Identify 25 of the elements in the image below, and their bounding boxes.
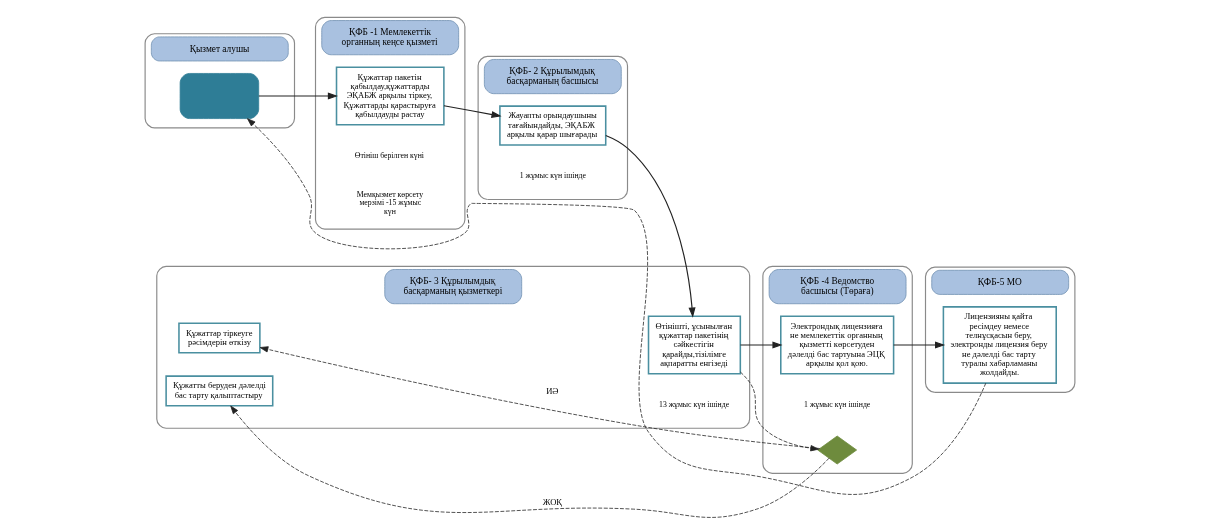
node-box: Жауапты орындаушыны тағайындайды, ЭҚАБЖ арқылы қарар шығарады <box>498 105 606 146</box>
node-box: Өтінішті, ұсынылған құжаттар пакетінің сәйкестігін қарайды,тізілімге ақпаратты енгізеді <box>647 315 741 375</box>
node-label: 1 жұмыс күн ішінде <box>519 171 586 181</box>
arrow <box>739 341 783 349</box>
arrow <box>892 341 945 349</box>
node-label: Мемқызмет көрсету мерзімі -15 жұмыс күн <box>356 189 423 216</box>
node-box: Құжаттар тіркеуге рәсімдерін өткізу <box>177 322 261 354</box>
arrow <box>246 118 986 495</box>
edge-label: ИӘ <box>545 385 559 396</box>
arrow <box>229 405 829 518</box>
node-diamond <box>816 435 857 465</box>
node-box: Құжаттар пакетін қабылдау,құжаттарды ЭҚАБЖ арқылы тіркеу, Құжаттарды қарастыруға қабылдауды растау <box>335 66 445 126</box>
node-label: 1 жұмыс күн ішінде <box>803 399 870 409</box>
arrow <box>442 105 502 118</box>
node-box: Электрондық лицензияға не мемлекеттік органның қызметті көрсетуден дәлелді бас тартуына ЭЦҚ арқылы қол қою. <box>779 315 894 375</box>
edge-label: ЖОҚ <box>542 497 562 508</box>
node-box: Құжатты беруден дәлелді бас тарту қалыптастыру <box>164 375 273 407</box>
arrow <box>259 346 820 449</box>
arrow <box>257 92 338 100</box>
node-box: Лицензияны қайта ресімдеу немесе телнұсқасын беру, электронды лицензия беру не дәлелді бас тарту туралы хабарламаны жолдайды. <box>942 306 1057 384</box>
node-label: Өтініш берілген күні <box>354 150 424 160</box>
arrow <box>739 371 819 452</box>
node-label: 13 жұмыс күн ішінде <box>658 399 729 409</box>
node-box <box>179 73 259 119</box>
arrow <box>604 134 696 318</box>
